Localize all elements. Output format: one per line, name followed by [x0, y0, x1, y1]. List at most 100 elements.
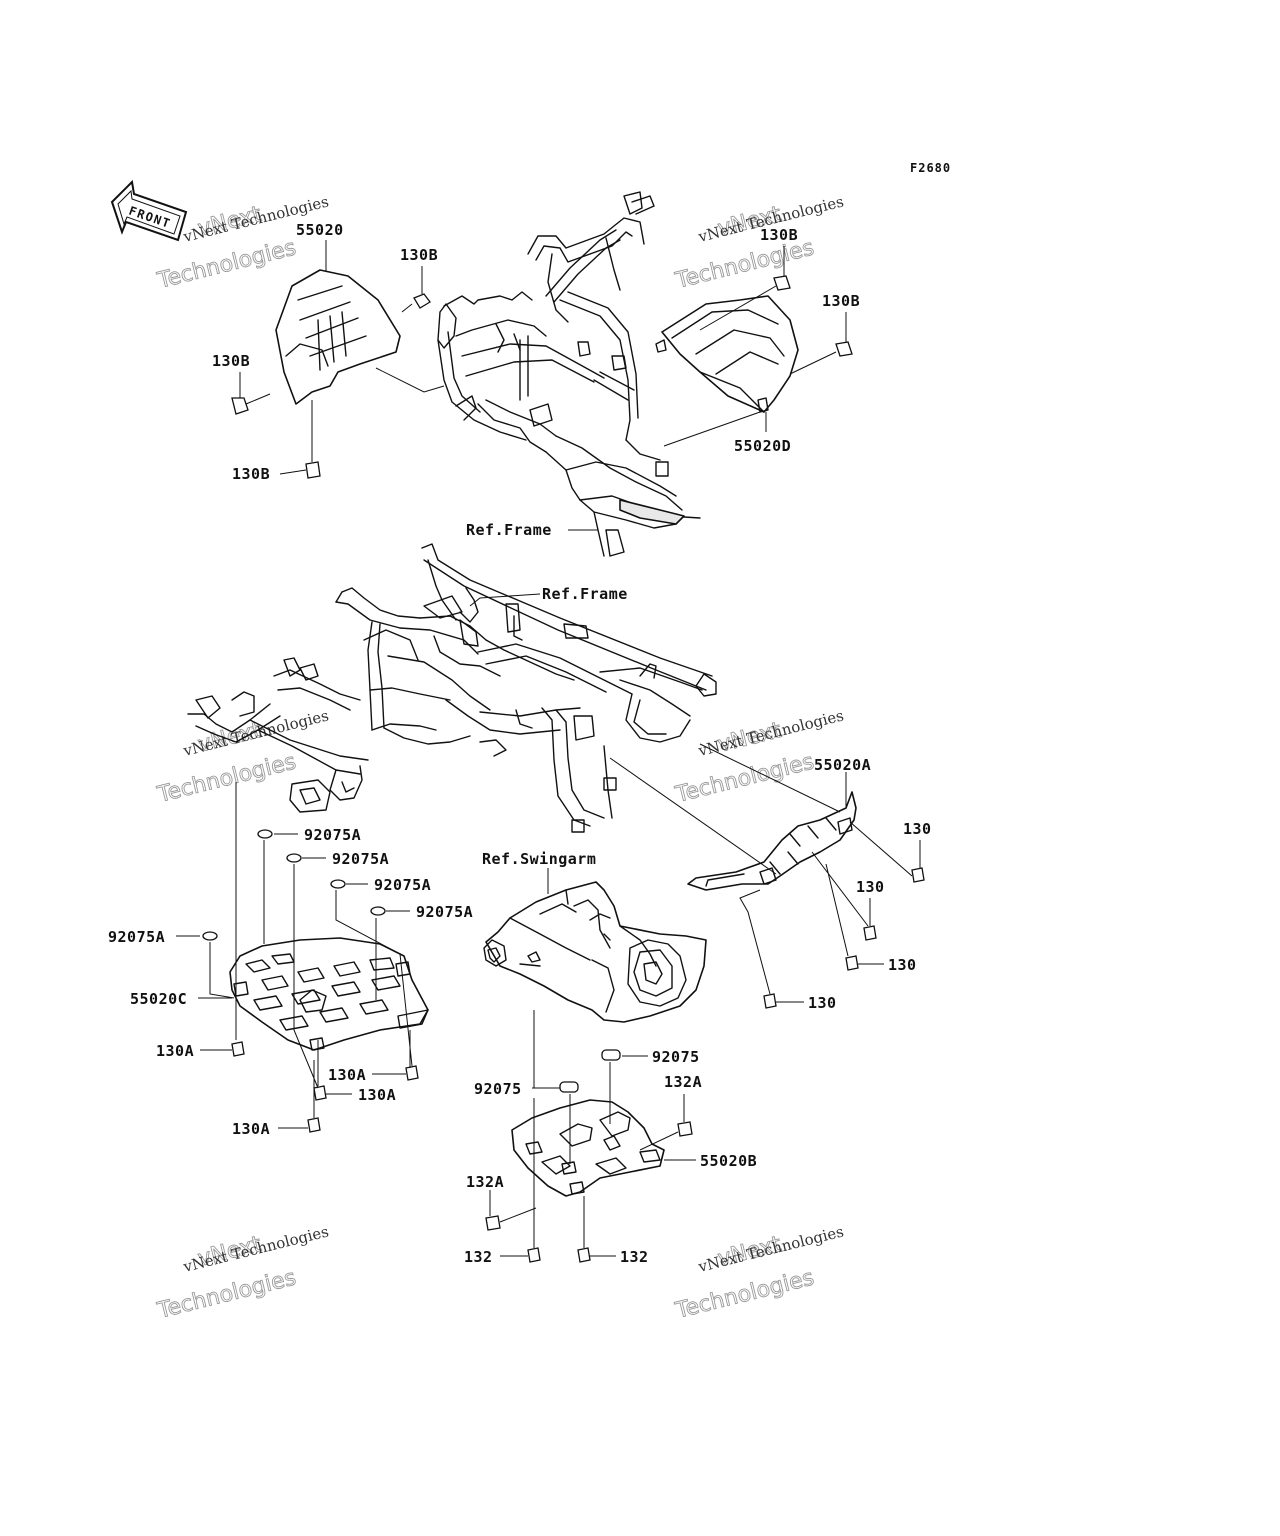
label-ref-swingarm: Ref.Swingarm: [482, 850, 596, 868]
label-92075A-3: 92075A: [374, 876, 431, 894]
label-130B-left: 130B: [212, 352, 250, 370]
bolt-130-c: [845, 955, 859, 971]
label-55020B: 55020B: [700, 1152, 757, 1170]
bolt-130A-1: [231, 1041, 245, 1057]
leader-55020-to-frame: [375, 367, 445, 393]
front-arrow-icon: FRONT: [110, 179, 188, 242]
leader-132A-1: [639, 1094, 685, 1151]
leader-132-1: [500, 1098, 535, 1257]
label-130-c: 130: [888, 956, 917, 974]
main-frame-top: [437, 191, 701, 557]
bolt-132-1: [527, 1247, 541, 1263]
rear-guard-55020D: [655, 295, 799, 413]
leader-92075-1: [609, 1055, 648, 1124]
label-130-d: 130: [808, 994, 837, 1012]
label-130A-4: 130A: [232, 1120, 270, 1138]
bolt-130A-4: [307, 1117, 321, 1133]
cap-92075A-1: [257, 829, 273, 839]
label-130B-bottom: 130B: [232, 465, 270, 483]
bolt-132A-1: [677, 1121, 693, 1137]
label-132A-1: 132A: [664, 1073, 702, 1091]
rear-skid-plate-55020A: [687, 791, 857, 891]
watermark-top-right: vNext Technologies vNext Technologies: [672, 192, 846, 294]
label-130B-topright: 130B: [760, 226, 798, 244]
label-92075-1: 92075: [652, 1048, 700, 1066]
cap-92075A-2: [286, 853, 302, 863]
leader-130B-right: [789, 312, 847, 375]
cap-92075A-3: [330, 879, 346, 889]
swingarm-skid-plate-55020B: [511, 1099, 665, 1197]
leader-92075A-3: [335, 883, 413, 1067]
bolt-132A-2: [485, 1215, 501, 1231]
cap-92075A-5: [202, 931, 218, 941]
bolt-130-b: [863, 925, 877, 941]
bolt-130B-topright: [773, 275, 791, 291]
front-guard-55020: [275, 269, 401, 405]
bolt-130-d: [763, 993, 777, 1009]
watermark-bottom-right: vNext Technologies vNext Technologies: [672, 1222, 846, 1324]
svg-text:Technologies: Technologies: [154, 1265, 298, 1324]
swingarm: [483, 881, 707, 1023]
label-55020D: 55020D: [734, 437, 791, 455]
label-ref-frame-2: Ref.Frame: [542, 585, 628, 603]
label-92075A-5: 92075A: [108, 928, 165, 946]
leader-132-2: [583, 1196, 616, 1257]
label-132-2: 132: [620, 1248, 649, 1266]
leader-130B-topright: [699, 246, 785, 331]
bolt-130B-bottom: [305, 461, 321, 479]
label-130-b: 130: [856, 878, 885, 896]
label-92075A-4: 92075A: [416, 903, 473, 921]
leader-frame-to-55020A: [609, 743, 841, 875]
label-130-a: 130: [903, 820, 932, 838]
front-skid-plate-55020C: [229, 937, 429, 1051]
svg-text:Technologies: Technologies: [154, 749, 298, 808]
label-55020C: 55020C: [130, 990, 187, 1008]
label-55020A: 55020A: [814, 756, 871, 774]
leader-130B-bottom: [279, 400, 313, 475]
label-132-1: 132: [464, 1248, 493, 1266]
leader-55020D: [663, 411, 767, 447]
label-92075A-2: 92075A: [332, 850, 389, 868]
leader-130-a: [849, 821, 921, 877]
bolt-130B-right: [835, 341, 853, 357]
watermark-bottom-left: vNext Technologies vNext Technologies: [154, 1222, 331, 1324]
label-130B-right: 130B: [822, 292, 860, 310]
leader-ref-frame-2: [469, 593, 541, 607]
figure-code: F2680: [910, 161, 951, 175]
label-55020: 55020: [296, 221, 344, 239]
main-frame-side: [187, 543, 717, 833]
bolt-130B-top: [401, 293, 431, 313]
cap-92075A-4: [370, 906, 386, 916]
leader-132A-2: [489, 1190, 537, 1223]
svg-text:Technologies: Technologies: [672, 235, 816, 294]
svg-text:Technologies: Technologies: [154, 235, 298, 294]
leader-130A-2: [372, 1030, 411, 1075]
leader-92075A-4: [375, 910, 410, 1000]
label-130B-top: 130B: [400, 246, 438, 264]
leader-130A-3: [317, 1040, 352, 1095]
label-92075A-1: 92075A: [304, 826, 361, 844]
label-130A-3: 130A: [358, 1086, 396, 1104]
svg-text:Technologies: Technologies: [672, 1265, 816, 1324]
bolt-130B-left: [231, 393, 271, 415]
bolt-130-a: [911, 867, 925, 883]
leader-55020A: [739, 772, 869, 995]
bolt-130A-2: [405, 1065, 419, 1081]
bolt-130A-3: [313, 1085, 327, 1101]
watermark-mid-left: vNext Technologies vNext Technologies: [154, 706, 331, 808]
label-130A-1: 130A: [156, 1042, 194, 1060]
leader-92075A-1: [263, 833, 298, 944]
bolt-132-2: [577, 1247, 591, 1263]
leader-92075A-2: [293, 857, 326, 1089]
grommet-92075-2: [559, 1081, 579, 1093]
grommet-92075-1: [601, 1049, 621, 1061]
leader-92075-2: [532, 1010, 571, 1164]
label-92075-2: 92075: [474, 1080, 522, 1098]
label-130A-2: 130A: [328, 1066, 366, 1084]
svg-text:Technologies: Technologies: [672, 749, 816, 808]
label-ref-frame-1: Ref.Frame: [466, 521, 552, 539]
leader-92075A-5: [176, 935, 235, 999]
label-132A-2: 132A: [466, 1173, 504, 1191]
leader-130A-4: [278, 1060, 315, 1129]
